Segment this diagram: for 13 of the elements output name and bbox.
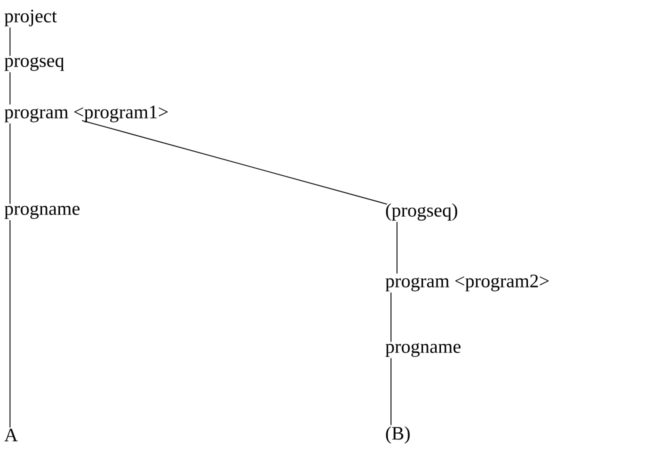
connector-line: [396, 221, 398, 274]
tree-label: progname: [4, 205, 80, 219]
tree-label: project: [4, 10, 57, 26]
connector-line: [390, 358, 392, 426]
connector-line: [390, 292, 392, 342]
tree-label: program <program1>: [4, 106, 168, 122]
tree-label: progseq: [4, 57, 64, 71]
tree-label: program <program2>: [386, 274, 549, 292]
tree-label: progname: [386, 343, 461, 357]
tree-label: A: [4, 428, 18, 442]
tree-label: (progseq): [386, 203, 458, 221]
tree-label: (B): [386, 426, 410, 444]
connector-line: [82, 120, 388, 205]
